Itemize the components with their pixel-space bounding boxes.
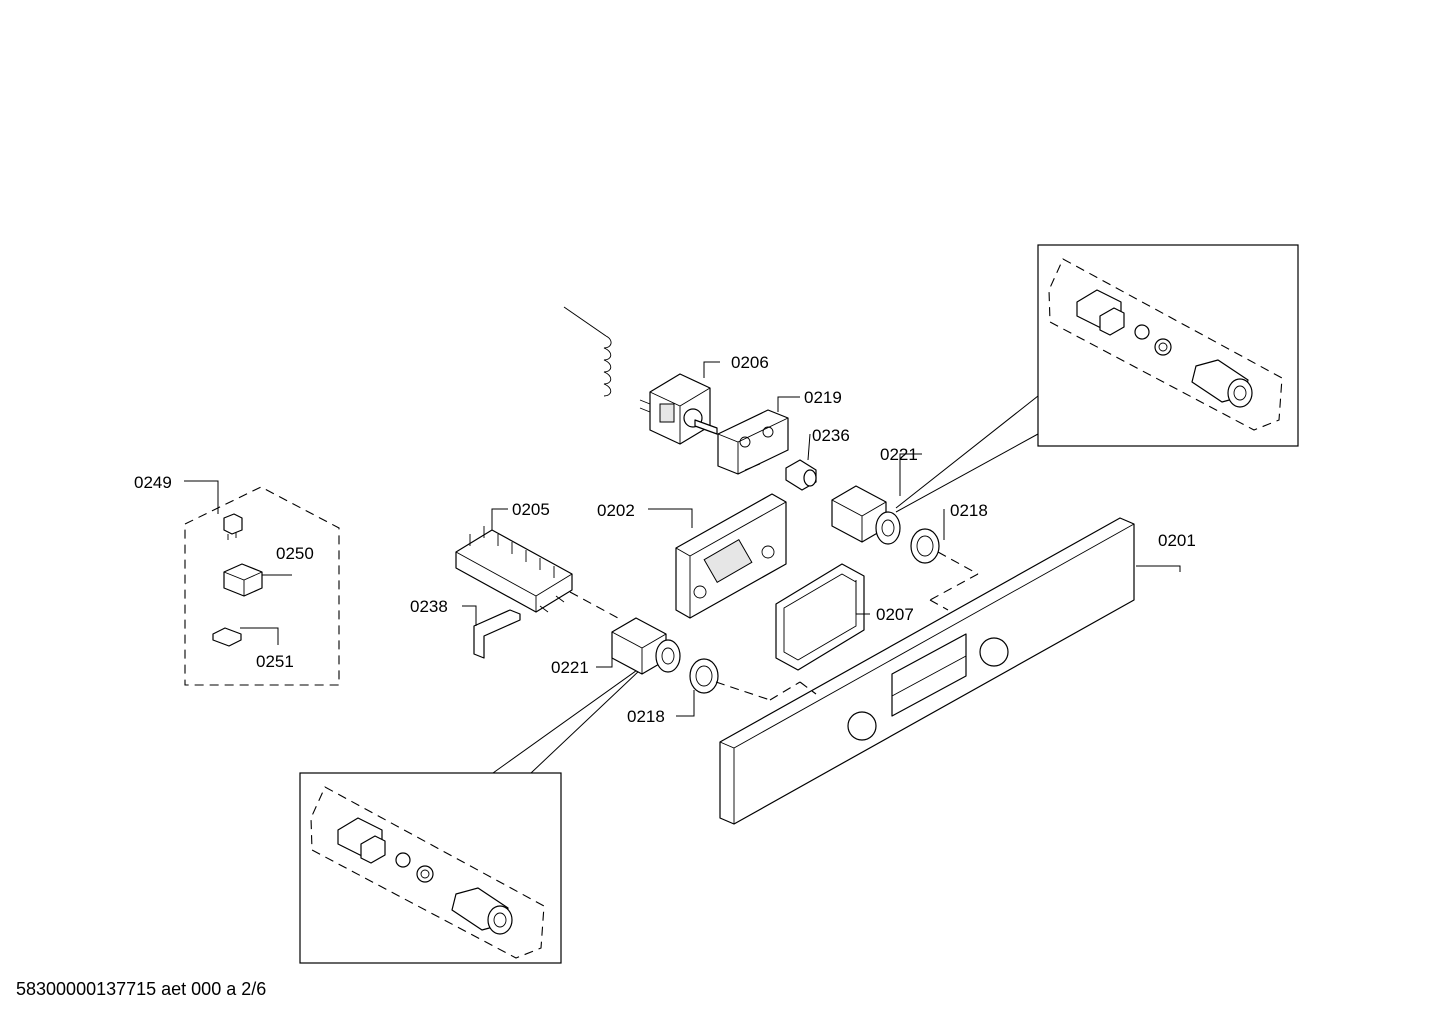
label-0250: 0250 [276,544,314,563]
ring-0218-lower [689,658,719,694]
knob-driver-0221-upper [831,485,901,545]
label-0236: 0236 [812,426,850,445]
bracket-0219 [717,409,789,475]
label-0201: 0201 [1158,531,1196,550]
label-0218-lower: 0218 [627,707,665,726]
knob-driver-0221-lower [611,617,681,675]
label-0205: 0205 [512,500,550,519]
display-frame-0207 [775,563,865,671]
terminal-block-0205 [455,526,573,613]
accessory-kit-0249 [184,486,340,686]
label-0206: 0206 [731,353,769,372]
document-reference-footer: 58300000137715 aet 000 a 2/6 [16,979,267,999]
label-0238: 0238 [410,597,448,616]
label-0221-lower: 0221 [551,658,589,677]
control-panel-0201 [719,517,1135,825]
label-0221-upper: 0221 [880,445,918,464]
label-0251: 0251 [256,652,294,671]
detail-inset-top-right [1037,244,1299,447]
label-0218-upper: 0218 [950,501,988,520]
label-0202: 0202 [597,501,635,520]
label-0249: 0249 [134,473,172,492]
bracket-0238 [473,609,521,659]
label-0219: 0219 [804,388,842,407]
ring-0218-upper [910,528,940,564]
label-0207: 0207 [876,605,914,624]
electronic-module-0202 [675,493,787,619]
thermostat-0206 [563,306,718,445]
lamp-0236 [785,459,817,491]
detail-inset-bottom [299,772,562,964]
